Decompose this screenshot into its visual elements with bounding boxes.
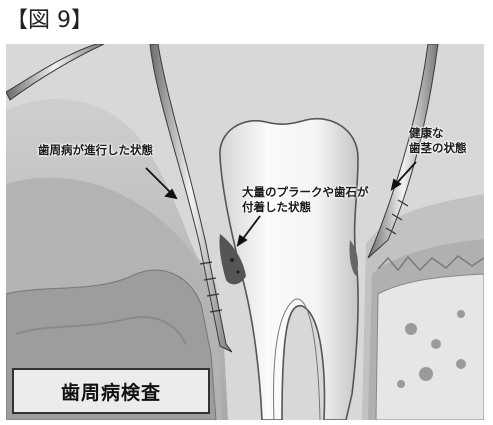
- illustration-panel: 歯周病が進行した状態 大量のプラークや歯石が 付着した状態 健康な 歯茎の状態 …: [6, 44, 484, 420]
- label-plaque-tartar: 大量のプラークや歯石が 付着した状態: [242, 185, 369, 215]
- label-plaque-line1: 大量のプラークや歯石が: [242, 185, 369, 200]
- label-healthy-line1: 健康な: [409, 126, 467, 141]
- figure-title: 【図 9】: [6, 6, 93, 36]
- label-plaque-line2: 付着した状態: [242, 200, 369, 215]
- label-healthy-line2: 歯茎の状態: [409, 141, 467, 156]
- caption-box: 歯周病検査: [12, 368, 210, 414]
- label-healthy-gums: 健康な 歯茎の状態: [409, 126, 467, 156]
- label-advanced-periodontal: 歯周病が進行した状態: [38, 143, 153, 158]
- caption-text: 歯周病検査: [61, 378, 161, 405]
- label-advanced-text: 歯周病が進行した状態: [38, 143, 153, 157]
- dental-illustration: [6, 44, 484, 420]
